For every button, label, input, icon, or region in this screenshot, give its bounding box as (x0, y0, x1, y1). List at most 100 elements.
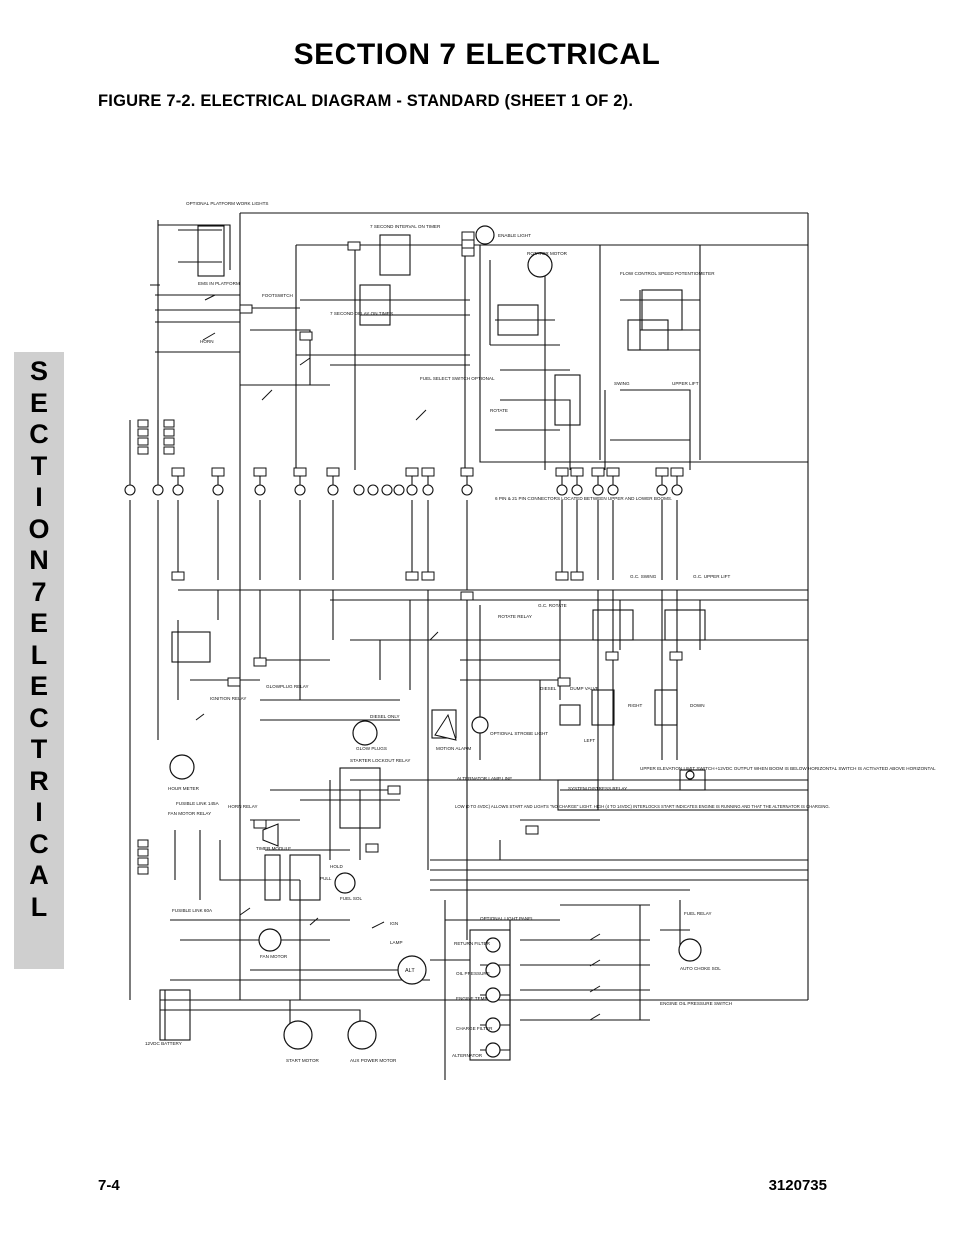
label-alternator-line: ALTERNATOR LAMP LINE (457, 776, 512, 781)
terminal-box (211, 467, 225, 477)
interval-timer-box (379, 234, 411, 276)
label-auto-choke: AUTO CHOKE SOL (680, 966, 721, 971)
terminal-box (669, 651, 683, 661)
label-start-motor: START MOTOR (286, 1058, 320, 1063)
side-tab-letter: I (35, 797, 43, 827)
side-tab-letter: E (29, 671, 48, 701)
label-gc-upper-lift: G.C. UPPER LIFT (693, 574, 730, 579)
motion-alarm-box (431, 709, 457, 739)
terminal-box (137, 848, 149, 857)
terminal-box (293, 467, 307, 477)
label-alternator: ALTERNATOR (452, 1053, 483, 1058)
terminal-box (570, 571, 584, 581)
panel-lamp (485, 1017, 501, 1033)
terminal-box (365, 843, 379, 853)
terminal-boxes (137, 231, 684, 875)
connector-pin (393, 484, 405, 496)
hold-pull-box (289, 854, 321, 901)
label-ems-platform: EMS IN PLATFORM (198, 281, 240, 286)
label-gc-rotate: G.C. ROTATE (538, 603, 567, 608)
terminal-box (405, 571, 419, 581)
terminal-box (137, 419, 149, 428)
connector-pin (353, 484, 365, 496)
label-ignition-relay: IGNITION RELAY (210, 696, 246, 701)
label-return-filter: RETURN FILTER (454, 941, 491, 946)
side-tab-letter: T (30, 450, 48, 481)
terminal-box (253, 467, 267, 477)
limit-switch-contact (685, 770, 695, 780)
connector-pin (571, 484, 583, 496)
terminal-box (137, 446, 149, 455)
label-strobe-light: OPTIONAL STROBE LIGHT (490, 731, 548, 736)
enable-light (475, 225, 495, 245)
terminal-box (461, 231, 475, 241)
hour-meter (169, 754, 195, 780)
terminal-box (163, 428, 175, 437)
label-rotate: ROTATE (490, 408, 508, 413)
connector-pin (381, 484, 393, 496)
terminal-box (163, 419, 175, 428)
dump-valve-coil (559, 704, 581, 726)
label-ign: IGN (390, 921, 398, 926)
terminal-box (227, 677, 241, 687)
terminal-box (557, 677, 571, 687)
connector-pin (294, 484, 306, 496)
terminal-box (137, 857, 149, 866)
label-engine-temp: ENGINE TEMP (456, 996, 488, 1001)
battery-box (159, 989, 191, 1041)
connector-pin (556, 484, 568, 496)
figure-title: FIGURE 7-2. ELECTRICAL DIAGRAM - STANDAR… (98, 92, 634, 110)
terminal-box (326, 467, 340, 477)
label-fan-motor: FAN MOTOR (260, 954, 288, 959)
label-rotate-relay: ROTATE RELAY (498, 614, 532, 619)
terminal-box (555, 571, 569, 581)
label-system-distress: SYSTEM DISTRESS RELAY (568, 786, 627, 791)
label-rotator-motor: ROTATOR MOTOR (527, 251, 568, 256)
optional-light-panel-box (469, 929, 511, 1061)
terminal-box (347, 241, 361, 251)
connector-pin (656, 484, 668, 496)
terminal-box (670, 467, 684, 477)
panel-lamp (485, 1042, 501, 1058)
label-motion-alarm: MOTION ALARM (436, 746, 471, 751)
side-tab-letter: R (29, 765, 49, 796)
label-connectors: 6 PIN & 21 PIN CONNECTORS LOCATED BETWEE… (495, 496, 672, 501)
flow-control-box (641, 289, 683, 331)
side-tab-letter: E (29, 387, 48, 418)
connector-pin (367, 484, 379, 496)
doc-number: 3120735 (768, 1177, 827, 1194)
side-tab-letter: S (29, 356, 48, 386)
terminal-box (555, 467, 569, 477)
label-battery: 12VDC BATTERY (145, 1041, 182, 1046)
connector-pin (592, 484, 604, 496)
label-engine-oil-pressure: ENGINE OIL PRESSURE SWITCH (660, 1001, 732, 1006)
terminal-box (461, 247, 475, 257)
label-lamp: LAMP (390, 940, 403, 945)
terminal-box (460, 591, 474, 601)
label-right: RIGHT (628, 703, 642, 708)
side-tab-letter: O (28, 513, 50, 544)
label-timer-module: TIMER MODULE (256, 846, 291, 851)
side-tab-letter: 7 (31, 576, 47, 607)
terminal-box (606, 467, 620, 477)
connector-pin (327, 484, 339, 496)
gc-upper-lift-box (664, 609, 706, 641)
label-diesel: DIESEL (540, 686, 557, 691)
label-alt: ALT (405, 968, 415, 974)
wire-layer (129, 212, 809, 1080)
terminal-box (655, 467, 669, 477)
label-charge-filter: CHARGE FILTER (456, 1026, 493, 1031)
connector-pin (422, 484, 434, 496)
side-tab-letter: N (29, 545, 49, 575)
panel-lamp (485, 962, 501, 978)
terminal-box (171, 467, 185, 477)
terminal-box (137, 866, 149, 875)
label-pull: PULL (320, 876, 332, 881)
dump-valve-box (591, 689, 615, 726)
label-horn-relay: HORN RELAY (228, 804, 258, 809)
gc-swing-box (592, 609, 634, 641)
label-fusible-link-145: FUSIBLE LINK 145A (176, 801, 220, 806)
terminal-box (605, 651, 619, 661)
label-work-lights: OPTIONAL PLATFORM WORK LIGHTS (186, 201, 268, 206)
